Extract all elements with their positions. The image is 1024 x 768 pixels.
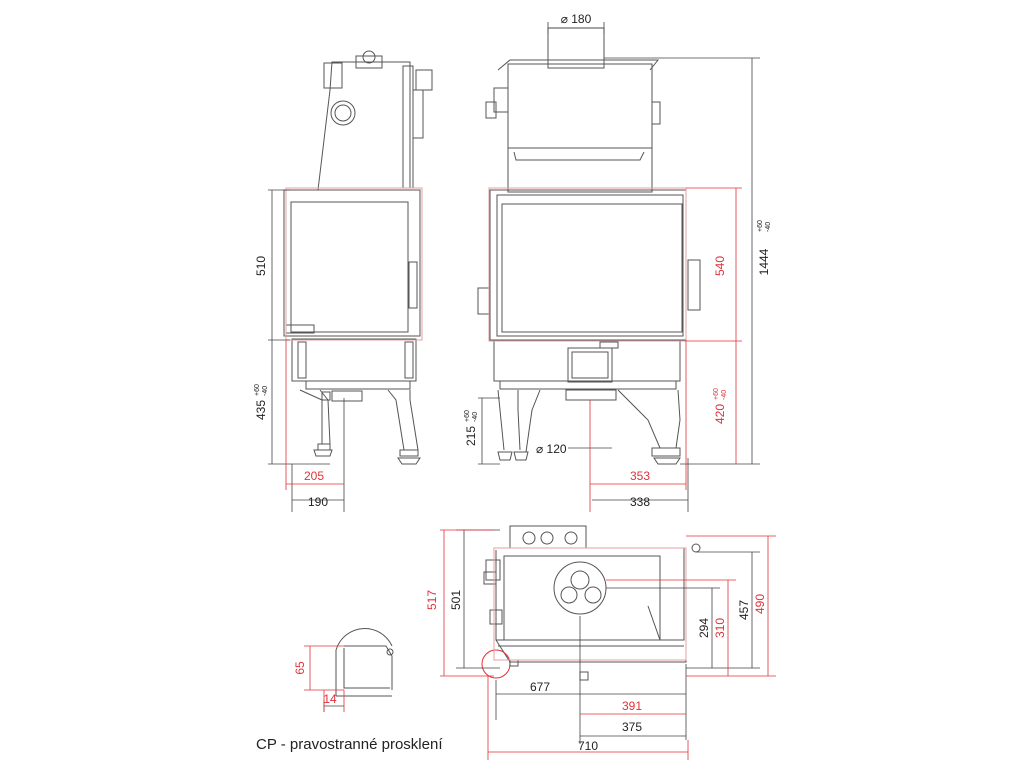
- dim-plan-375: 375: [622, 720, 642, 734]
- dim-flue-diameter: ⌀ 180: [561, 12, 592, 26]
- dim-inlet-height-tol-plus: +60: [464, 410, 471, 422]
- dim-side-offset-black: 190: [308, 495, 328, 509]
- dim-plan-457: 457: [737, 600, 751, 620]
- dim-plan-width-black: 677: [530, 680, 550, 694]
- dim-firebox-bottom-tol-minus: -40: [721, 390, 728, 400]
- dim-plan-391: 391: [622, 699, 642, 713]
- dim-total-height-tol-minus: -40: [765, 222, 772, 232]
- plan-view: [481, 525, 701, 681]
- dim-total-height-tol-plus: +60: [757, 220, 764, 232]
- front-view: [477, 27, 701, 465]
- drawing-caption: CP - pravostranné prosklení: [256, 736, 443, 753]
- dim-plan-depth-black: 501: [449, 590, 463, 610]
- dim-front-offset-red: 353: [630, 469, 650, 483]
- dim-plan-310: 310: [713, 618, 727, 638]
- dim-detail-65: 65: [293, 661, 307, 675]
- dim-firebox-bottom-height: 420: [713, 404, 727, 424]
- dim-plan-294: 294: [697, 618, 711, 638]
- dim-leg-height: 435: [254, 400, 268, 420]
- dim-firebox-bottom-tol-plus: +60: [713, 388, 720, 400]
- dim-total-height: 1444: [757, 248, 771, 275]
- dim-side-glass-height: 510: [254, 256, 268, 276]
- dim-inlet-height: 215: [464, 426, 478, 446]
- dim-front-offset-black: 338: [630, 495, 650, 509]
- side-view: [283, 50, 433, 465]
- dim-plan-depth-red: 517: [425, 590, 439, 610]
- dim-side-offset-red: 205: [304, 469, 324, 483]
- dimension-lines-red: [285, 187, 776, 760]
- glass-outline: [285, 187, 687, 661]
- dimension-lines: [268, 22, 760, 744]
- dim-plan-width-red: 710: [578, 739, 598, 753]
- dim-leg-height-tol-minus: -40: [262, 386, 269, 396]
- corner-detail: [335, 628, 394, 697]
- dim-front-glass-height: 540: [713, 256, 727, 276]
- dim-air-inlet-diameter: ⌀ 120: [536, 442, 567, 456]
- dim-inlet-height-tol-minus: -40: [472, 412, 479, 422]
- dim-plan-490: 490: [753, 594, 767, 614]
- dim-detail-14: 14: [323, 692, 337, 706]
- dimension-labels: ⌀ 180 1444 +60 -40 510 540 435 +60 -40 2…: [254, 12, 772, 753]
- dim-leg-height-tol-plus: +60: [254, 384, 261, 396]
